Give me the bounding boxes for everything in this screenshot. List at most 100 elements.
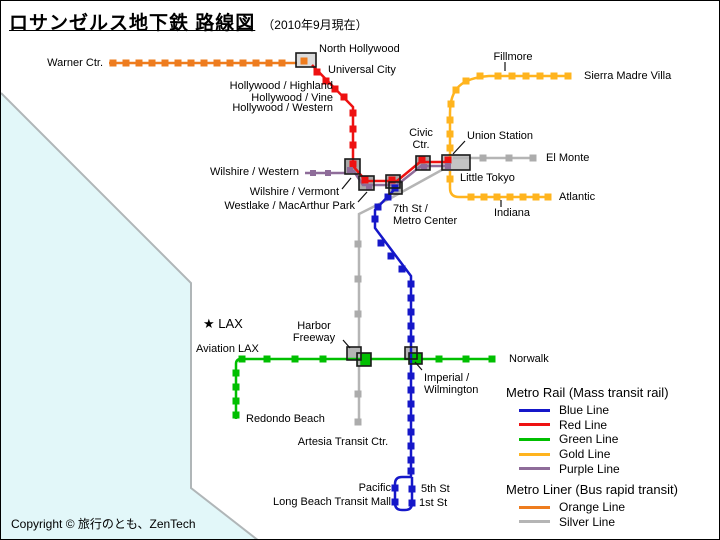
legend-label: Purple Line: [559, 461, 620, 476]
poi-label-lax: ★ LAX: [203, 316, 243, 331]
station-marker: [407, 442, 415, 450]
station-marker: [340, 93, 348, 101]
legend-label: Green Line: [559, 432, 619, 447]
station-marker: [322, 77, 330, 85]
station-marker: [371, 215, 379, 223]
legend-item-gold-line: Gold Line: [506, 447, 716, 462]
station-box-7th-st-lower: [388, 181, 403, 195]
station-marker: [446, 130, 454, 138]
station-marker: [232, 369, 240, 377]
station-marker: [349, 141, 357, 149]
legend-item-purple-line: Purple Line: [506, 461, 716, 476]
station-marker: [265, 59, 273, 67]
station-marker: [408, 485, 416, 493]
station-label-7th-st-metro-center: 7th St / Metro Center: [393, 203, 458, 227]
station-label-pacific: Pacific: [358, 482, 391, 494]
station-marker: [374, 203, 382, 211]
station-marker: [418, 156, 426, 164]
legend-swatch-orange-line: [519, 505, 550, 509]
union-station-pointer: [452, 140, 466, 155]
station-marker: [462, 355, 470, 363]
station-marker: [349, 125, 357, 133]
station-label-norwalk: Norwalk: [509, 353, 549, 365]
station-label-5th-st: 5th St: [421, 483, 450, 495]
station-marker: [421, 164, 427, 170]
station-marker: [519, 193, 527, 201]
station-marker: [544, 193, 552, 201]
legend-item-blue-line: Blue Line: [506, 403, 716, 418]
station-marker: [452, 86, 460, 94]
station-marker: [407, 308, 415, 316]
station-marker: [354, 275, 362, 283]
station-label-long-beach-transit-mall: Long Beach Transit Mall: [272, 496, 391, 508]
station-marker: [354, 418, 362, 426]
page-title: ロサンゼルス地下鉄 路線図 （2010年9月現在）: [9, 8, 368, 35]
legend-swatch-silver-line: [519, 520, 550, 524]
station-marker: [148, 59, 156, 67]
station-marker: [407, 414, 415, 422]
station-marker: [109, 59, 117, 67]
harbor-freeway-pointer: [342, 339, 351, 349]
station-label-little-tokyo: Little Tokyo: [460, 172, 515, 184]
station-marker: [407, 280, 415, 288]
station-label-artesia-transit-ctr: Artesia Transit Ctr.: [297, 436, 389, 448]
station-marker: [377, 239, 385, 247]
station-marker: [384, 193, 392, 201]
station-marker: [252, 59, 260, 67]
station-marker: [232, 383, 240, 391]
station-marker: [494, 72, 502, 80]
station-marker: [476, 72, 484, 80]
page-title-main: ロサンゼルス地下鉄 路線図: [9, 13, 256, 34]
station-marker: [325, 170, 331, 176]
station-marker: [407, 467, 415, 475]
legend-rail-heading: Metro Rail (Mass transit rail): [506, 385, 669, 400]
station-box-civic-ctr: [415, 155, 431, 171]
gold-line-pasadena-branch: [448, 74, 571, 157]
legend-label: Red Line: [559, 417, 608, 432]
station-marker: [349, 160, 357, 168]
station-marker: [446, 144, 454, 152]
station-marker: [319, 355, 327, 363]
station-marker: [135, 59, 143, 67]
legend-swatch-gold-line: [519, 452, 550, 456]
station-marker: [408, 499, 416, 507]
legend-item-red-line: Red Line: [506, 418, 716, 433]
station-marker: [479, 154, 487, 162]
station-box-westlake-macarthur: [358, 175, 375, 191]
station-marker: [462, 77, 470, 85]
station-marker: [387, 252, 395, 260]
station-marker: [444, 156, 452, 164]
station-marker: [529, 154, 537, 162]
wilshire-vermont-pointer: [341, 177, 352, 190]
station-marker: [407, 456, 415, 464]
station-marker: [331, 85, 339, 93]
legend-label: Orange Line: [559, 500, 626, 515]
station-marker: [263, 355, 271, 363]
coastline: [1, 92, 259, 539]
station-marker: [445, 163, 451, 169]
legend-swatch-green-line: [519, 437, 550, 441]
station-marker: [232, 397, 240, 405]
station-box-imperial-green: [408, 352, 423, 365]
station-marker: [161, 59, 169, 67]
station-marker: [347, 167, 353, 173]
station-marker: [391, 484, 399, 492]
legend-swatch-blue-line: [519, 408, 550, 412]
station-box-north-hollywood: [295, 52, 317, 68]
station-marker: [407, 428, 415, 436]
blue-line-markers: [371, 184, 416, 507]
gold-line-eastside-branch: [448, 171, 549, 199]
station-marker: [435, 355, 443, 363]
purple-line-markers: [310, 163, 451, 190]
legend-swatch-red-line: [519, 423, 550, 427]
station-marker: [174, 59, 182, 67]
station-marker: [300, 57, 308, 65]
station-label-el-monte: El Monte: [546, 152, 590, 164]
station-marker: [291, 355, 299, 363]
station-marker: [407, 386, 415, 394]
station-marker: [313, 68, 321, 76]
station-marker: [536, 72, 544, 80]
station-marker: [398, 265, 406, 273]
station-marker: [388, 176, 396, 184]
